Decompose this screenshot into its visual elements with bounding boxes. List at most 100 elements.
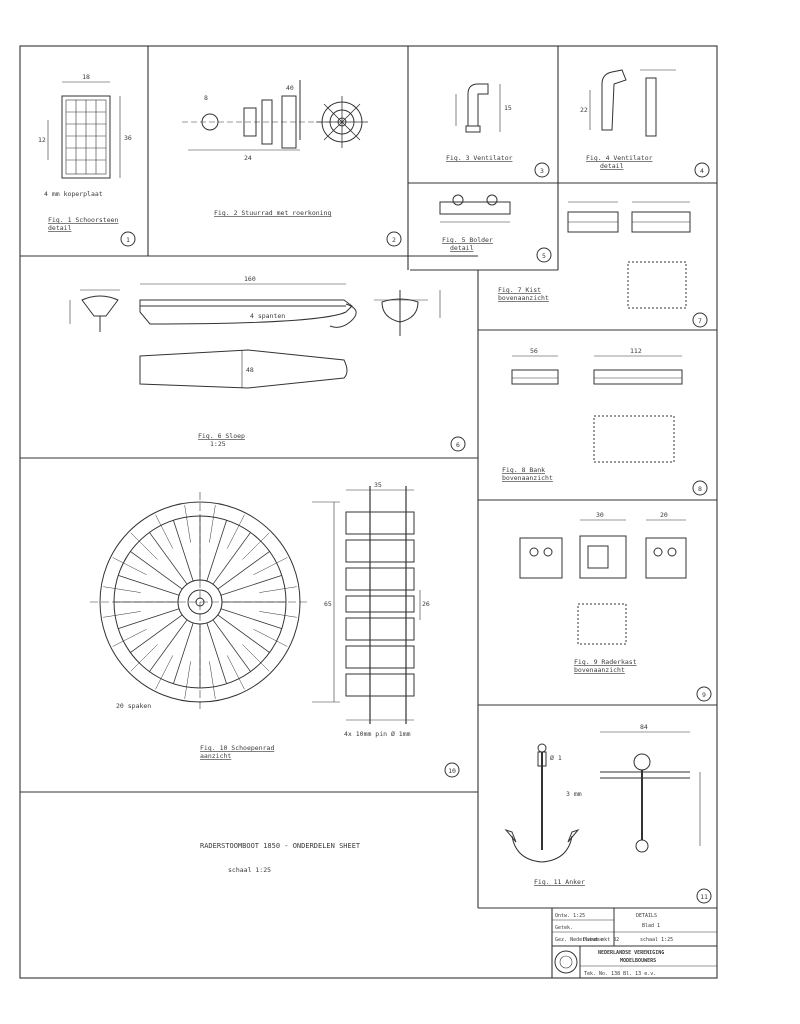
dim-p4-h: 22: [580, 106, 588, 114]
panel-2: [182, 80, 402, 247]
dim-p6-beam: 48: [246, 366, 254, 374]
panel-5-badge: [536, 247, 552, 263]
panel-11-note-a: Ø 1: [550, 754, 562, 762]
wheel-paddle: [253, 557, 288, 575]
title-block: [552, 908, 717, 978]
panel-9-badge-num: 9: [702, 691, 706, 699]
tb-row-1: Ontw. 1:25: [555, 913, 585, 919]
panel-1-note: 4 mm koperplaat: [44, 190, 103, 198]
panel-5-sub: detail: [450, 244, 474, 252]
dim-p9-b: 20: [660, 511, 668, 519]
wheel-spoke: [220, 575, 282, 596]
panel-3-badge-num: 3: [540, 167, 544, 175]
panel-9: [519, 519, 712, 702]
wheel-spoke: [217, 614, 270, 653]
panel-1: [47, 81, 136, 247]
panel-4-badge: [694, 162, 710, 178]
panel-9-sub: bovenaanzicht: [574, 666, 625, 674]
wheel-spoke: [212, 532, 251, 585]
tb-scale-note: schaal 1:25: [640, 937, 673, 943]
panel-6-note: 4 spanten: [250, 312, 285, 320]
panel-3-badge: [534, 162, 550, 178]
dim-p9-a: 30: [596, 511, 604, 519]
wheel-spoke: [173, 622, 194, 684]
wheel-paddle: [103, 586, 141, 593]
wheel-paddle: [227, 514, 245, 549]
panel-10-caption: Fig. 10 Schoepenrad: [200, 744, 274, 752]
panel-9-badge: [696, 686, 712, 702]
panel-5-badge-num: 5: [542, 252, 546, 260]
wheel-spoke: [206, 622, 227, 684]
panel-10-note-spokes: 20 spaken: [116, 702, 151, 710]
wheel-paddle: [112, 557, 147, 575]
wheel-paddle: [184, 661, 191, 699]
panel-8-caption: Fig. 8 Bank: [502, 466, 545, 474]
wheel-spoke: [149, 532, 188, 585]
wheel-paddle: [155, 655, 173, 690]
sheet-border: [19, 45, 718, 979]
dim-p6-length: 160: [244, 275, 256, 283]
panel-10-badge: [444, 762, 460, 778]
wheel-paddle: [112, 629, 147, 647]
panel-9-caption: Fig. 9 Raderkast: [574, 658, 637, 666]
tb-drawing-no: Tek. No. 138 Bl. 13 e.v.: [584, 971, 656, 977]
panel-5-caption: Fig. 5 Bolder: [442, 236, 493, 244]
wheel-paddle: [130, 532, 158, 560]
wheel-spoke: [220, 608, 282, 629]
wheel-spoke: [130, 551, 183, 590]
wheel-paddle: [130, 644, 158, 672]
panel-4-caption: Fig. 4 Ventilator: [586, 154, 653, 162]
dim-p3-h: 15: [504, 104, 512, 112]
panel-2-caption: Fig. 2 Stuurrad met roerkoning: [214, 209, 331, 217]
panel-10-badge-num: 10: [448, 767, 456, 775]
panel-6-badge: [450, 436, 466, 452]
wheel-spoke: [212, 619, 251, 672]
wheel-paddle: [209, 505, 216, 543]
wheel-spoke: [173, 520, 194, 582]
dim-p8-a: 56: [530, 347, 538, 355]
dim-p2-b: 40: [286, 84, 294, 92]
dim-p10-hub: 26: [422, 600, 430, 608]
panel-4: [589, 69, 710, 178]
sheet-title: RADERSTOOMBOOT 1850 - ONDERDELEN SHEET: [200, 842, 361, 850]
panel-7-badge: [692, 312, 708, 328]
panel-4-sub: detail: [600, 162, 624, 170]
dim-p10-width: 35: [374, 481, 382, 489]
wheel-paddle: [242, 532, 270, 560]
society-seal: [554, 950, 578, 974]
dim-p2-span: 24: [244, 154, 252, 162]
panel-1-sub: detail: [48, 224, 72, 232]
panel-3: [455, 83, 550, 178]
wheel-paddle: [259, 611, 297, 618]
wheel-spoke: [118, 575, 180, 596]
wheel-paddle: [242, 644, 270, 672]
wheel-paddle: [227, 655, 245, 690]
sheet-subtitle: schaal 1:25: [228, 866, 271, 874]
wheel-paddle: [184, 505, 191, 543]
panel-8-sub: bovenaanzicht: [502, 474, 553, 482]
panel-5: [439, 194, 552, 263]
panel-7-sub: bovenaanzicht: [498, 294, 549, 302]
tb-right-top: DETAILS: [636, 913, 657, 919]
panel-11-caption: Fig. 11 Anker: [534, 878, 585, 886]
tb-row-3: Gez. Nederlandse: [555, 937, 603, 943]
dim-p8-b: 112: [630, 347, 642, 355]
panel-6-badge-num: 6: [456, 441, 460, 449]
panel-7-caption: Fig. 7 Kist: [498, 286, 541, 294]
wheel-paddle: [259, 586, 297, 593]
wheel-spoke: [217, 551, 270, 590]
dim-p10-dia: 65: [324, 600, 332, 608]
panel-6: [69, 283, 466, 452]
panel-1-caption: Fig. 1 Schoorsteen: [48, 216, 119, 224]
wheel-spoke: [149, 619, 188, 672]
panel-7-badge-num: 7: [698, 317, 702, 325]
wheel-spoke: [206, 520, 227, 582]
dim-p1-width: 18: [82, 73, 90, 81]
panel-11: [504, 731, 712, 904]
panel-6-caption: Fig. 6 Sloep: [198, 432, 245, 440]
panel-1-badge: [120, 231, 136, 247]
dim-p1-height: 36: [124, 134, 132, 142]
panel-3-caption: Fig. 3 Ventilator: [446, 154, 513, 162]
tb-row-2: Getek.: [555, 925, 573, 931]
